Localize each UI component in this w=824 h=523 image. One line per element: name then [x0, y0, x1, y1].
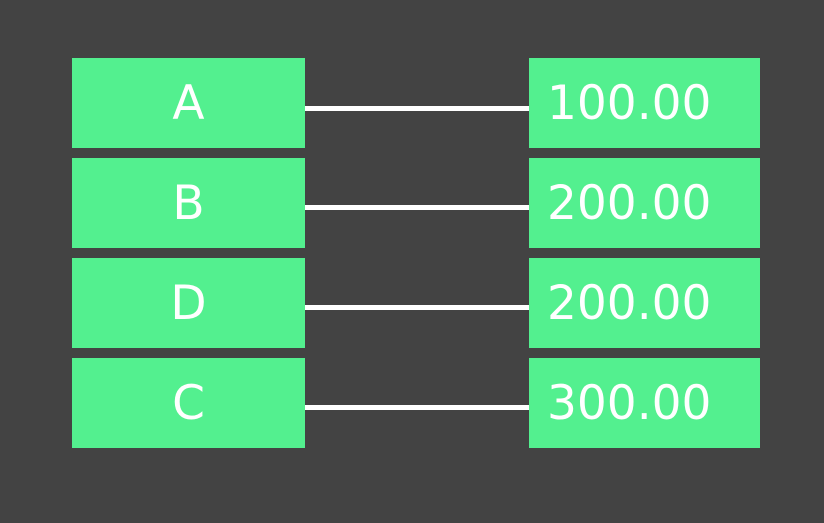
sankey-node-label: A	[172, 75, 205, 131]
sankey-node-target-1[interactable]: 100.00	[529, 58, 760, 148]
sankey-node-label: C	[172, 375, 205, 431]
sankey-node-target-2[interactable]: 200.00	[529, 158, 760, 248]
sankey-node-value-label: 200.00	[547, 175, 712, 231]
sankey-node-target-3[interactable]: 200.00	[529, 258, 760, 348]
sankey-node-source-2[interactable]: B	[72, 158, 305, 248]
sankey-link-b[interactable]	[305, 205, 530, 210]
sankey-node-source-3[interactable]: D	[72, 258, 305, 348]
sankey-node-target-4[interactable]: 300.00	[529, 358, 760, 448]
sankey-link-d[interactable]	[305, 305, 530, 310]
sankey-node-label: B	[172, 175, 205, 231]
sankey-node-value-label: 200.00	[547, 275, 712, 331]
sankey-node-source-1[interactable]: A	[72, 58, 305, 148]
sankey-node-value-label: 300.00	[547, 375, 712, 431]
sankey-link-c[interactable]	[305, 405, 530, 410]
sankey-node-source-4[interactable]: C	[72, 358, 305, 448]
sankey-node-label: D	[170, 275, 207, 331]
sankey-node-value-label: 100.00	[547, 75, 712, 131]
sankey-link-a[interactable]	[305, 106, 530, 111]
